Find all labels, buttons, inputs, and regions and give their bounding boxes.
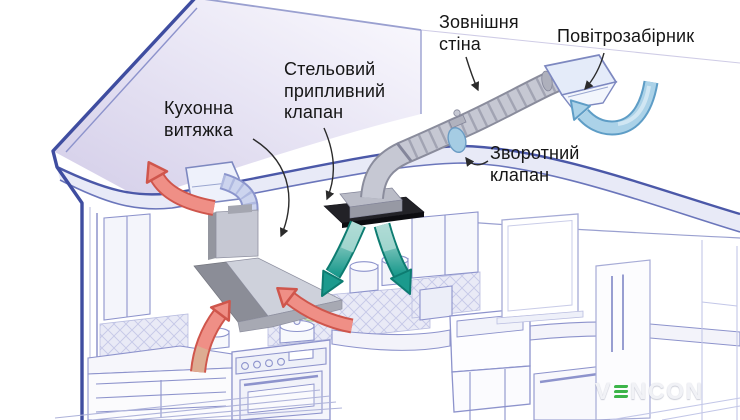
vencon-watermark: V NCON bbox=[595, 378, 704, 405]
air-intake-vent bbox=[541, 54, 618, 109]
leader-air-intake bbox=[584, 52, 605, 91]
check-valve bbox=[447, 109, 467, 153]
label-line: Повітрозабірник bbox=[557, 26, 695, 46]
label-line: клапан bbox=[284, 102, 344, 122]
watermark-text: V bbox=[595, 378, 612, 404]
leader-external-wall bbox=[465, 56, 480, 92]
supply-air-arrows bbox=[321, 220, 412, 297]
label-line: клапан bbox=[490, 164, 550, 185]
intake-air-arrow bbox=[569, 80, 659, 136]
watermark-text: NCON bbox=[629, 378, 704, 404]
leader-arrows bbox=[252, 52, 605, 238]
leader-ceiling-valve bbox=[323, 127, 335, 201]
label-line: Стельовий bbox=[284, 59, 376, 79]
attic-ceiling bbox=[53, 0, 740, 199]
label-air-intake: Повітрозабірник bbox=[557, 26, 694, 48]
label-kitchen-hood: Кухонна витяжка bbox=[164, 98, 233, 141]
label-line: Зовнішня bbox=[439, 12, 519, 32]
label-line: стіна bbox=[439, 33, 481, 54]
label-line: припливний bbox=[284, 80, 386, 101]
label-external-wall: Зовнішня стіна bbox=[439, 12, 519, 55]
label-line: Зворотний bbox=[490, 143, 580, 163]
leader-check-valve bbox=[465, 156, 489, 167]
label-check-valve: Зворотний клапан bbox=[490, 143, 580, 186]
label-ceiling-supply-valve: Стельовий припливний клапан bbox=[284, 59, 385, 124]
label-line: витяжка bbox=[164, 119, 233, 140]
vencon-e-icon bbox=[613, 383, 629, 400]
label-line: Кухонна bbox=[164, 98, 234, 118]
leader-kitchen-hood bbox=[252, 138, 290, 238]
exhaust-air-arrows bbox=[145, 160, 354, 373]
